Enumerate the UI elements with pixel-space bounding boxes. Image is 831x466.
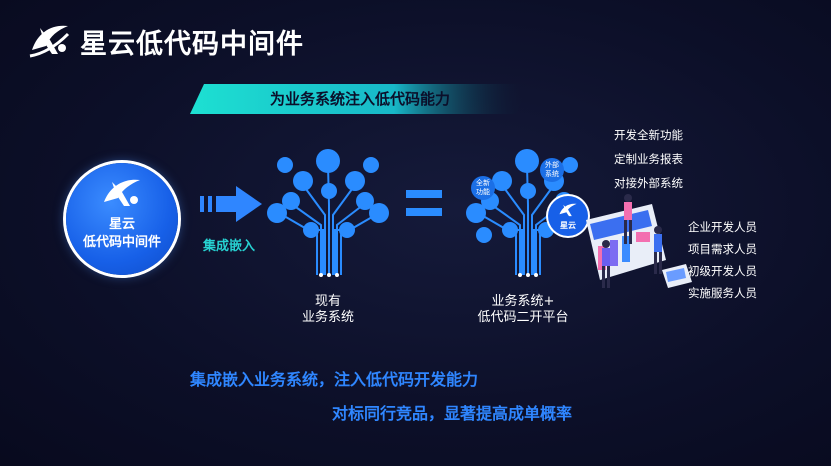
role-item: 初级开发人员 <box>688 264 757 278</box>
banner-title: 为业务系统注入低代码能力 <box>269 90 450 108</box>
bubble-external-system: 外部 系统 <box>540 158 564 182</box>
tree-existing-caption-1: 现有 <box>314 294 341 309</box>
tree-existing-caption-2: 业务系统 <box>301 310 354 325</box>
bubble-new-feature: 全新 功能 <box>471 176 495 200</box>
bubble-external-line2: 系统 <box>545 170 559 178</box>
brand-title: 星云低代码中间件 <box>80 29 304 60</box>
product-logo-icon <box>104 179 140 206</box>
mini-logo-icon <box>559 203 577 217</box>
bottom-statement-2: 对标同行竞品，显著提高成单概率 <box>332 404 573 423</box>
bubble-new-feature-line2: 功能 <box>476 188 490 196</box>
product-logo-circle <box>66 163 178 275</box>
tree-existing-system-icon <box>267 149 389 277</box>
bottom-statement-1: 集成嵌入业务系统，注入低代码开发能力 <box>190 370 479 389</box>
brand-logo-icon <box>29 25 70 58</box>
role-item: 实施服务人员 <box>688 286 757 300</box>
mini-product-logo <box>548 196 588 236</box>
tree-platform-caption-2: 低代码二开平台 <box>477 310 569 325</box>
feature-item: 对接外部系统 <box>614 176 683 190</box>
role-item: 项目需求人员 <box>688 242 757 256</box>
product-logo-line2: 低代码中间件 <box>82 235 161 250</box>
team-illustration <box>586 194 692 288</box>
tree-platform-caption-1: 业务系统+ <box>491 294 555 309</box>
feature-item: 开发全新功能 <box>614 128 683 142</box>
integrate-label: 集成嵌入 <box>203 239 256 254</box>
banner-background <box>190 84 530 114</box>
feature-item: 定制业务报表 <box>614 152 683 166</box>
product-logo-line1: 星云 <box>108 217 135 232</box>
arrow-right-icon <box>200 186 262 222</box>
role-item: 企业开发人员 <box>688 220 757 234</box>
mini-logo-text: 星云 <box>560 221 576 230</box>
bubble-external-line1: 外部 <box>545 161 559 169</box>
equals-icon <box>406 190 442 216</box>
bubble-new-feature-line1: 全新 <box>476 179 490 187</box>
